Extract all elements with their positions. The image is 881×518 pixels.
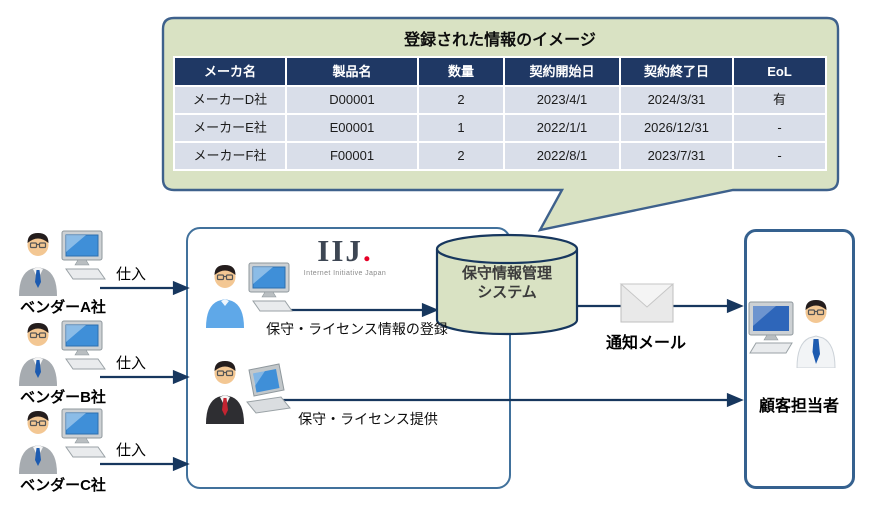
arrow-vendor-b-head bbox=[172, 369, 190, 385]
notification-mail-label: 通知メール bbox=[605, 335, 687, 352]
vendor-a-label: ベンダーA社 bbox=[20, 299, 106, 316]
purchase-label-a: 仕入 bbox=[115, 266, 147, 283]
table-cell: - bbox=[734, 143, 825, 169]
table-header-cell: 製品名 bbox=[287, 58, 417, 85]
table-header-cell: メーカ名 bbox=[175, 58, 285, 85]
table-cell: 2024/3/31 bbox=[621, 87, 732, 113]
arrow-vendor-a-head bbox=[172, 280, 190, 296]
customer-label: 顧客担当者 bbox=[758, 398, 840, 415]
person-with-desktop-icon bbox=[19, 408, 106, 474]
database-label: 保守情報管理 システム bbox=[437, 264, 577, 302]
table-cell: メーカーD社 bbox=[175, 87, 285, 113]
provide-arrow bbox=[277, 392, 744, 408]
table-header-cell: 契約終了日 bbox=[621, 58, 732, 85]
purchase-arrows bbox=[100, 280, 190, 472]
table-cell: D00001 bbox=[287, 87, 417, 113]
provide-arrow-label: 保守・ライセンス提供 bbox=[298, 411, 438, 427]
purchase-label-b: 仕入 bbox=[115, 355, 147, 372]
iij-logo-text: IIJ bbox=[317, 233, 363, 268]
arrow-vendor-c-head bbox=[172, 456, 190, 472]
table-header-cell: EoL bbox=[734, 58, 825, 85]
table-cell: 2022/8/1 bbox=[505, 143, 619, 169]
table-cell: 1 bbox=[419, 115, 503, 141]
table-cell: 2 bbox=[419, 87, 503, 113]
table-cell: 2023/7/31 bbox=[621, 143, 732, 169]
table-cell: 2022/1/1 bbox=[505, 115, 619, 141]
table-cell: F00001 bbox=[287, 143, 417, 169]
table-cell: 有 bbox=[734, 87, 825, 113]
registered-info-table: メーカ名 製品名 数量 契約開始日 契約終了日 EoL メーカーD社 D0000… bbox=[173, 56, 827, 171]
vendor-c-label: ベンダーC社 bbox=[20, 477, 106, 494]
iij-logo-subtext: Internet Initiative Japan bbox=[303, 270, 387, 277]
database-cylinder-icon bbox=[435, 233, 579, 336]
table-cell: メーカーF社 bbox=[175, 143, 285, 169]
person-with-desktop-icon bbox=[19, 230, 106, 296]
register-arrow-label: 保守・ライセンス情報の登録 bbox=[266, 321, 448, 337]
table-cell: 2023/4/1 bbox=[505, 87, 619, 113]
iij-logo: IIJ. bbox=[317, 234, 372, 268]
table-cell: メーカーE社 bbox=[175, 115, 285, 141]
table-cell: E00001 bbox=[287, 115, 417, 141]
table-header-cell: 数量 bbox=[419, 58, 503, 85]
person-with-desktop-icon bbox=[19, 320, 106, 386]
person-with-desktop-icon bbox=[206, 262, 293, 328]
iij-logo-red-dot: . bbox=[362, 233, 373, 268]
purchase-label-c: 仕入 bbox=[115, 442, 147, 459]
person-with-laptop-icon bbox=[206, 361, 291, 424]
database-label-line1: 保守情報管理 bbox=[461, 265, 552, 282]
table-header-cell: 契約開始日 bbox=[505, 58, 619, 85]
database-label-line2: システム bbox=[477, 284, 537, 301]
person-with-desktop-icon bbox=[748, 300, 836, 368]
table-cell: - bbox=[734, 115, 825, 141]
envelope-icon bbox=[619, 283, 675, 323]
register-arrow bbox=[282, 302, 439, 318]
table-cell: 2026/12/31 bbox=[621, 115, 732, 141]
vendor-b-label: ベンダーB社 bbox=[20, 389, 106, 406]
table-cell: 2 bbox=[419, 143, 503, 169]
callout-title: 登録された情報のイメージ bbox=[404, 32, 596, 49]
